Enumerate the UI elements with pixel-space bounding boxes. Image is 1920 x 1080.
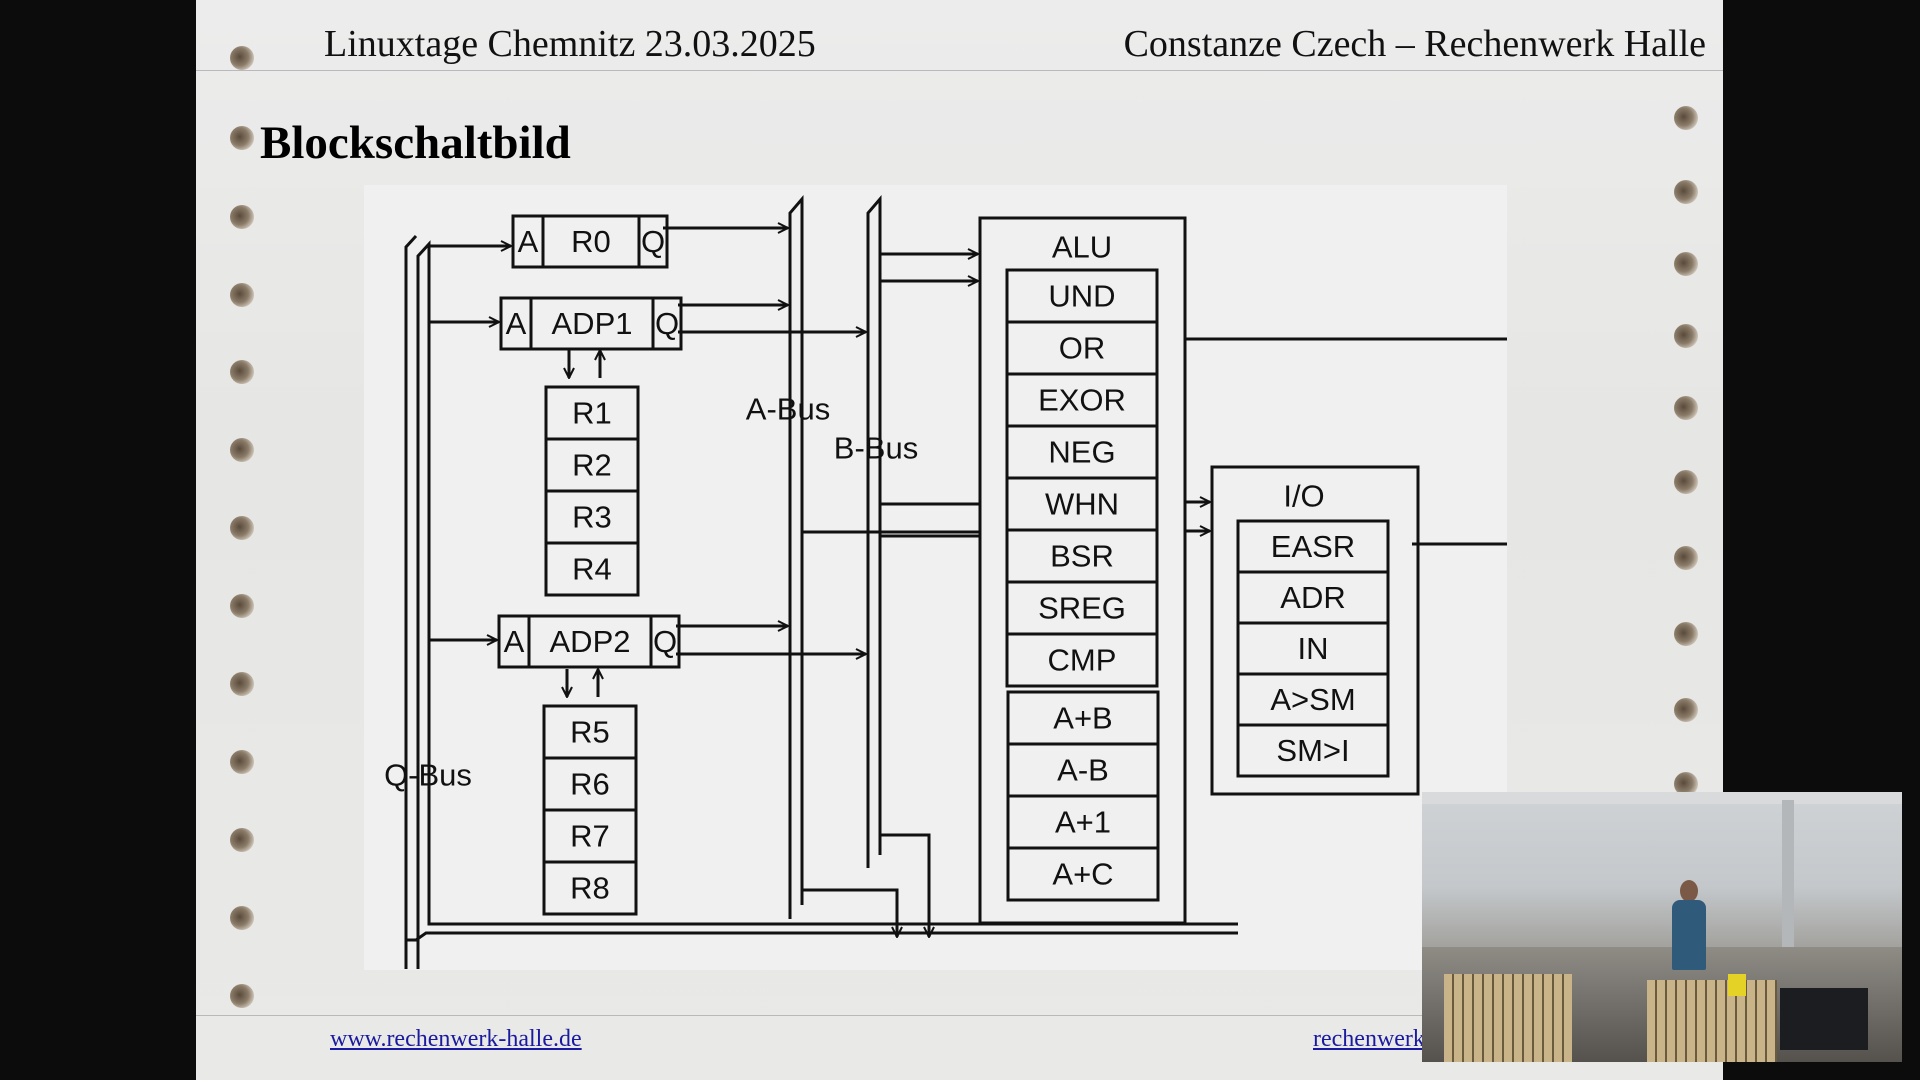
connection-wires: [404, 194, 1507, 969]
punch-hole: [230, 750, 254, 774]
register-bank2-cell: [542, 860, 638, 916]
alu-frame: [978, 216, 1187, 925]
webcam-ceiling: [1422, 792, 1902, 804]
register-bank1-2-label: R3: [572, 500, 612, 535]
alu-logic-1-label: OR: [1059, 331, 1106, 366]
alu-arith-2-label: A+1: [1055, 805, 1111, 840]
punch-hole: [230, 906, 254, 930]
punch-hole: [1674, 324, 1698, 348]
io-unit-3-label: A>SM: [1270, 682, 1355, 717]
alu-logic-cell: [1005, 632, 1159, 688]
io-title: I/O: [1283, 479, 1324, 514]
punch-hole: [1674, 470, 1698, 494]
alu-logic-0-label: UND: [1048, 279, 1115, 314]
slide-title: Blockschaltbild: [260, 117, 571, 169]
adp2-box: [497, 614, 681, 669]
register-bank1-3-label: R4: [572, 552, 612, 587]
punch-hole: [230, 126, 254, 150]
alu-arith-0-label: A+B: [1053, 701, 1112, 736]
register-bank1-cell: [544, 541, 640, 597]
a-bus-label: A-Bus: [746, 392, 830, 427]
r0-box: [511, 214, 669, 269]
presenter-webcam: [1422, 792, 1902, 1062]
adp2-input-label: A: [504, 624, 525, 659]
webcam-monitor: [1780, 988, 1868, 1050]
adp1-input-label: A: [506, 306, 527, 341]
presenter-head: [1680, 880, 1698, 902]
slide: Linuxtage Chemnitz 23.03.2025 Constanze …: [196, 0, 1723, 1080]
b-bus: [866, 194, 882, 868]
register-bank2-0-label: R5: [570, 715, 610, 750]
alu-logic-5-label: BSR: [1050, 539, 1114, 574]
register-bank2-2-label: R7: [570, 819, 610, 854]
punch-hole: [230, 984, 254, 1008]
a-to-q: [803, 888, 897, 937]
punch-hole: [1674, 106, 1698, 130]
punch-hole: [230, 360, 254, 384]
punch-hole: [230, 46, 254, 70]
punch-hole: [230, 828, 254, 852]
b-to-q: [881, 833, 929, 937]
q-bus-label: Q-Bus: [384, 758, 472, 793]
a-bus: [788, 194, 804, 919]
io-unit-0-label: EASR: [1271, 529, 1355, 564]
alu-title: ALU: [1052, 230, 1112, 265]
register-bank2-1-label: R6: [570, 767, 610, 802]
io-unit-2-label: IN: [1298, 631, 1329, 666]
io-unit-4-label: SM>I: [1276, 733, 1349, 768]
register-bank1-1-label: R2: [572, 448, 612, 483]
header-speaker: Constanze Czech – Rechenwerk Halle: [1123, 23, 1706, 65]
punch-hole: [230, 672, 254, 696]
io-unit-1-label: ADR: [1280, 580, 1345, 615]
alu-arith-1-label: A-B: [1057, 753, 1109, 788]
footer-rule: [196, 1015, 1723, 1016]
punch-hole: [230, 594, 254, 618]
punch-hole: [1674, 252, 1698, 276]
adp2-name: ADP2: [550, 624, 631, 659]
punch-hole: [1674, 396, 1698, 420]
alu-logic-7-label: CMP: [1048, 643, 1117, 678]
punch-hole: [1674, 180, 1698, 204]
punch-hole: [230, 516, 254, 540]
adp2-output-label: Q: [653, 624, 677, 659]
adp1-output-label: Q: [655, 306, 679, 341]
webcam-yellow-object: [1728, 974, 1746, 996]
footer-website-link[interactable]: www.rechenwerk-halle.de: [330, 1026, 582, 1052]
punch-hole: [1674, 622, 1698, 646]
punch-hole: [1674, 698, 1698, 722]
b-bus-label: B-Bus: [834, 431, 918, 466]
alu-logic-3-label: NEG: [1048, 435, 1115, 470]
punch-hole: [230, 283, 254, 307]
alu-logic-6-label: SREG: [1038, 591, 1126, 626]
alu-arith-3-label: A+C: [1052, 857, 1113, 892]
q-bus-outline: [404, 234, 418, 969]
punch-hole: [230, 205, 254, 229]
register-bank2-3-label: R8: [570, 871, 610, 906]
io-frame: [1210, 465, 1420, 796]
adp1-name: ADP1: [552, 306, 633, 341]
register-bank1-0-label: R1: [572, 396, 612, 431]
alu-arith-cell: [1006, 846, 1160, 902]
r0-output-label: Q: [641, 224, 665, 259]
adp1-box: [499, 296, 683, 351]
webcam-device-left: [1444, 974, 1572, 1062]
webcam-pillar: [1782, 800, 1794, 950]
presenter-body: [1672, 900, 1706, 970]
webcam-device-right: [1647, 980, 1777, 1062]
footer-right-text: rechenwerk: [1313, 1026, 1425, 1052]
q-bus-line: [416, 240, 1238, 969]
header-event: Linuxtage Chemnitz 23.03.2025: [324, 23, 816, 65]
io-unit-cell: [1236, 723, 1390, 778]
punch-hole: [230, 438, 254, 462]
q-bus-bottom: [406, 931, 1238, 942]
r0-input-label: A: [518, 224, 539, 259]
alu-logic-2-label: EXOR: [1038, 383, 1126, 418]
punch-hole: [1674, 546, 1698, 570]
header-rule: [196, 70, 1723, 71]
r0-name: R0: [571, 224, 611, 259]
alu-logic-4-label: WHN: [1045, 487, 1119, 522]
